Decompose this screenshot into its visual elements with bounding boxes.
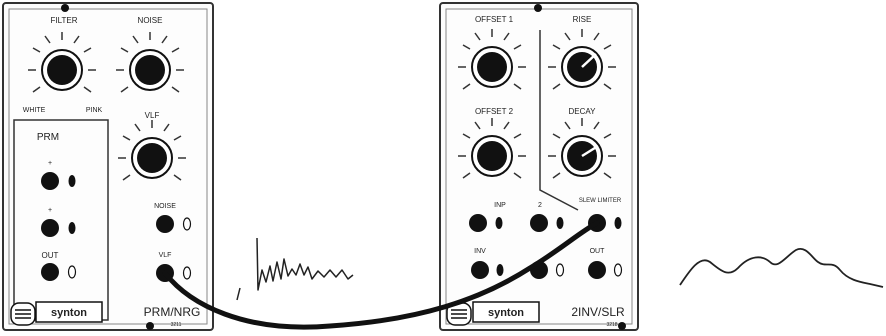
filter-scale-left-label: WHITE xyxy=(23,107,46,114)
led-indicator xyxy=(496,264,504,276)
rise-knob[interactable] xyxy=(548,29,616,90)
offset-2-label: OFFSET 2 xyxy=(475,107,514,116)
prm-output-jack[interactable] xyxy=(41,263,59,281)
led-indicator xyxy=(555,263,565,277)
rise-label: RISE xyxy=(573,15,592,24)
noise-waveform-sketch xyxy=(236,237,354,301)
decay-knob[interactable] xyxy=(548,118,616,179)
left-brand-name: synton xyxy=(51,307,87,319)
left-module: FILTER WHITE PINK NOISE xyxy=(2,2,214,331)
led-indicator xyxy=(182,266,192,280)
prm-jack-2-label: + xyxy=(48,207,52,214)
led-indicator xyxy=(613,263,623,277)
led-indicator xyxy=(182,217,192,231)
panel-screw xyxy=(61,4,69,12)
inv-jack[interactable] xyxy=(471,261,489,279)
prm-jack-1-label: + xyxy=(48,160,52,167)
led-indicator xyxy=(614,217,622,229)
offset-1-knob[interactable] xyxy=(458,29,526,90)
inv-jack-label: INV xyxy=(474,248,486,255)
decay-label: DECAY xyxy=(569,107,597,116)
right-brand-name: synton xyxy=(488,307,524,319)
offset-1-label: OFFSET 1 xyxy=(475,15,514,24)
filter-knob[interactable] xyxy=(28,32,96,93)
panel-screw xyxy=(146,322,154,330)
input-2-label: 2 xyxy=(538,202,542,209)
noise-jack-label: NOISE xyxy=(154,203,176,210)
left-model-number: 3211 xyxy=(171,322,182,328)
filter-knob-label: FILTER xyxy=(51,16,78,25)
right-module: OFFSET 1 OFFSET 2 RISE xyxy=(439,2,639,331)
slew-out-jack[interactable] xyxy=(588,261,606,279)
left-model-name: PRM/NRG xyxy=(144,305,201,319)
prm-out-label: OUT xyxy=(42,251,59,260)
slew-limiter-label: SLEW LIMITER xyxy=(579,198,622,204)
led-indicator xyxy=(495,217,503,229)
led-indicator xyxy=(68,175,76,187)
led-indicator xyxy=(556,217,564,229)
noise-output-jack[interactable] xyxy=(156,215,174,233)
input-2-jack[interactable] xyxy=(530,214,548,232)
inp-jack-label: INP xyxy=(494,202,506,209)
slewed-waveform-sketch xyxy=(679,248,884,288)
synton-logo-icon xyxy=(10,302,36,326)
right-model-number: 3218 xyxy=(606,322,617,328)
right-panel xyxy=(439,2,639,331)
prm-input-jack-1[interactable] xyxy=(41,172,59,190)
filter-scale-right-label: PINK xyxy=(86,107,103,114)
prm-section-label: PRM xyxy=(37,132,59,143)
vlf-knob-label: VLF xyxy=(145,111,160,120)
out-jack-label: OUT xyxy=(590,248,606,255)
vlf-jack-label: VLF xyxy=(159,252,172,259)
panel-screw xyxy=(618,322,626,330)
led-indicator xyxy=(68,222,76,234)
vlf-knob[interactable] xyxy=(118,120,186,181)
noise-knob[interactable] xyxy=(116,32,184,93)
right-model-name: 2INV/SLR xyxy=(571,305,625,319)
led-indicator xyxy=(67,265,77,279)
panel-screw xyxy=(534,4,542,12)
noise-knob-label: NOISE xyxy=(138,16,163,25)
section-divider xyxy=(539,30,579,211)
inp-jack[interactable] xyxy=(469,214,487,232)
patch-cable[interactable] xyxy=(162,220,600,330)
prm-input-jack-2[interactable] xyxy=(41,219,59,237)
offset-2-knob[interactable] xyxy=(458,118,526,179)
